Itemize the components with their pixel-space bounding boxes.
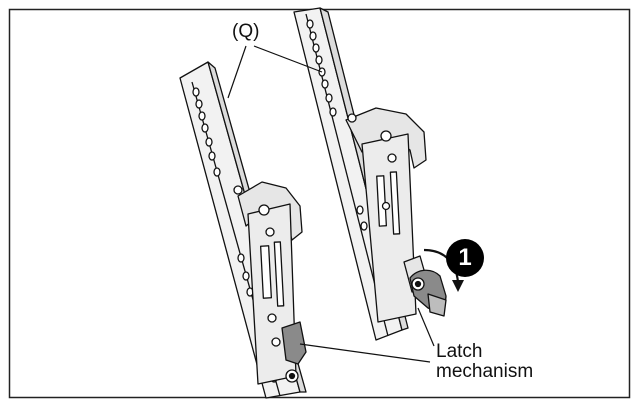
q-leader-lines (227, 45, 323, 99)
left-bracket (233, 181, 307, 385)
latch-leader-lines (299, 307, 435, 363)
latch-mechanism-label: Latch mechanism (436, 342, 533, 382)
latch-label-line1: Latch (436, 341, 483, 362)
latch-label-line2: mechanism (436, 360, 534, 382)
rail-label: (Q) (232, 21, 260, 42)
step-number-badge: 1 (446, 239, 484, 277)
right-bracket (345, 107, 464, 323)
